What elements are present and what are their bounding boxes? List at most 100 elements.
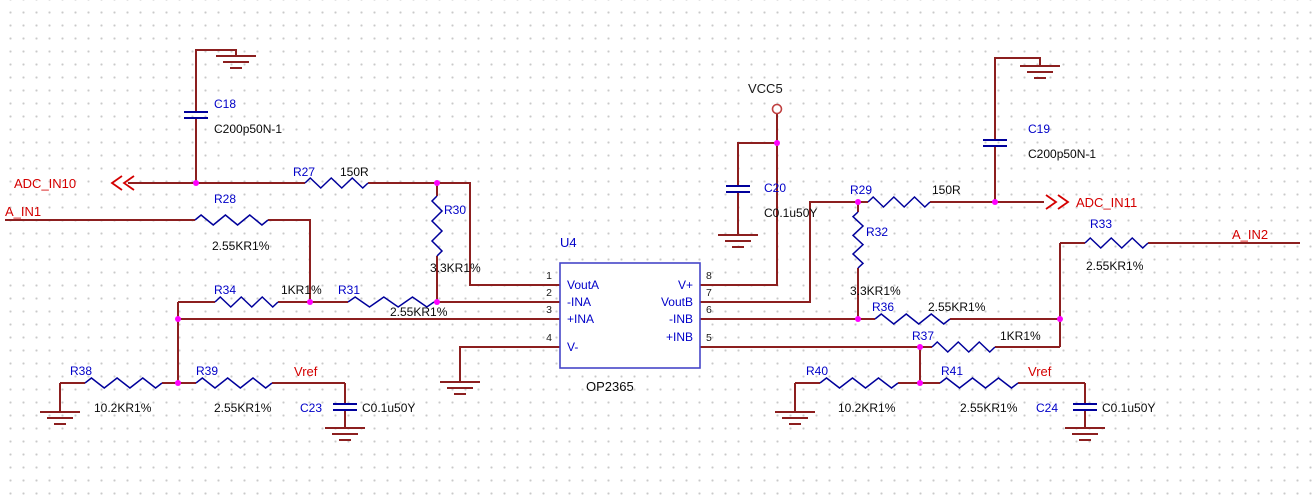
resistor-R28-body[interactable] [194, 214, 269, 226]
wire-c20-branch[interactable] [737, 142, 777, 235]
designator-R27[interactable]: R27 [293, 165, 315, 179]
resistor-R41-body[interactable] [939, 377, 1019, 389]
ground-symbol-c20[interactable] [718, 234, 758, 248]
net-label-vref-left[interactable]: Vref [294, 364, 318, 379]
value-C19[interactable]: C200p50N-1 [1028, 147, 1096, 161]
pin-number-8: 8 [706, 270, 712, 282]
designator-R31[interactable]: R31 [338, 283, 360, 297]
designator-R32[interactable]: R32 [866, 225, 888, 239]
designator-C19[interactable]: C19 [1028, 122, 1050, 136]
chevron-left-icon[interactable] [110, 175, 135, 191]
resistor-R38-body[interactable] [84, 377, 163, 389]
junction-dot [917, 344, 923, 350]
value-R31[interactable]: 2.55KR1% [390, 305, 448, 319]
resistor-R27-body[interactable] [304, 176, 369, 190]
designator-U4[interactable]: U4 [560, 235, 577, 250]
designator-R37[interactable]: R37 [912, 329, 934, 343]
value-U4-part[interactable]: OP2365 [586, 379, 634, 394]
ground-symbol-divider-left[interactable] [40, 411, 80, 425]
value-C20[interactable]: C0.1u50Y [764, 206, 817, 220]
wire-vouta-output[interactable] [368, 182, 560, 286]
designator-C20[interactable]: C20 [764, 181, 786, 195]
net-label-a-in1[interactable]: A_IN1 [5, 204, 41, 219]
wire-vplus-to-vcc5[interactable] [700, 114, 778, 286]
wire-r28-to-node[interactable] [268, 219, 311, 302]
resistor-R31-body[interactable] [347, 296, 435, 308]
resistor-R32-body[interactable] [851, 211, 865, 269]
designator-R30[interactable]: R30 [444, 203, 466, 217]
value-R36[interactable]: 2.55KR1% [928, 300, 986, 314]
value-R30[interactable]: 3.3KR1% [430, 261, 481, 275]
resistor-R29-body[interactable] [867, 195, 931, 209]
pin-name-ina-pos: +INA [567, 312, 594, 326]
designator-R34[interactable]: R34 [214, 283, 236, 297]
pin-number-3: 3 [546, 304, 552, 316]
designator-R33[interactable]: R33 [1090, 217, 1112, 231]
designator-R28[interactable]: R28 [214, 192, 236, 206]
value-R39[interactable]: 2.55KR1% [214, 401, 272, 415]
chevron-right-icon[interactable] [1045, 194, 1070, 210]
value-R40[interactable]: 10.2KR1% [838, 401, 896, 415]
designator-C18[interactable]: C18 [214, 97, 236, 111]
wire-c18-to-ground[interactable] [195, 49, 237, 112]
value-R38[interactable]: 10.2KR1% [94, 401, 152, 415]
value-R41[interactable]: 2.55KR1% [960, 401, 1018, 415]
net-label-vcc5[interactable]: VCC5 [748, 81, 783, 96]
resistor-R36-body[interactable] [874, 313, 951, 325]
value-R32[interactable]: 3.3KR1% [850, 284, 901, 298]
designator-R36[interactable]: R36 [872, 300, 894, 314]
pin-name-vouta: VoutA [567, 278, 599, 292]
value-C18[interactable]: C200p50N-1 [214, 122, 282, 136]
capacitor-C19-body[interactable] [983, 139, 1007, 147]
pin-name-inb-neg: -INB [669, 312, 693, 326]
ground-symbol-c23[interactable] [325, 427, 365, 441]
value-C24[interactable]: C0.1u50Y [1102, 401, 1155, 415]
net-label-a-in2[interactable]: A_IN2 [1232, 227, 1268, 242]
wire-c19-to-ground[interactable] [994, 57, 1041, 140]
value-R34[interactable]: 1KR1% [281, 283, 322, 297]
ground-symbol-divider-right[interactable] [775, 411, 815, 425]
value-R29[interactable]: 150R [932, 183, 961, 197]
junction-dot [434, 180, 440, 186]
designator-R41[interactable]: R41 [941, 364, 963, 378]
pin-name-ina-neg: -INA [567, 295, 591, 309]
vcc5-power-port-icon[interactable] [771, 103, 783, 115]
ground-symbol-c18[interactable] [216, 55, 256, 69]
designator-R38[interactable]: R38 [70, 364, 92, 378]
designator-C23[interactable]: C23 [300, 401, 322, 415]
value-R33[interactable]: 2.55KR1% [1086, 259, 1144, 273]
capacitor-C24-body[interactable] [1073, 403, 1097, 411]
designator-C24[interactable]: C24 [1036, 401, 1058, 415]
value-C23[interactable]: C0.1u50Y [362, 401, 415, 415]
capacitor-C18-body[interactable] [184, 111, 208, 119]
designator-R29[interactable]: R29 [850, 183, 872, 197]
pin-number-7: 7 [706, 287, 712, 299]
capacitor-C23-body[interactable] [333, 403, 357, 411]
designator-R39[interactable]: R39 [196, 364, 218, 378]
value-R37[interactable]: 1KR1% [1000, 329, 1041, 343]
resistor-R34-body[interactable] [214, 295, 279, 309]
wire-voutb-output[interactable] [700, 201, 868, 303]
ic-U4-body[interactable] [559, 262, 701, 369]
ground-symbol-c19[interactable] [1020, 65, 1060, 79]
value-R27[interactable]: 150R [340, 165, 369, 179]
resistor-R33-body[interactable] [1084, 236, 1149, 250]
designator-R40[interactable]: R40 [806, 364, 828, 378]
resistor-R40-body[interactable] [819, 377, 899, 389]
ground-symbol-vminus[interactable] [440, 381, 480, 395]
pin-number-2: 2 [546, 287, 552, 299]
pin-name-vminus: V- [567, 340, 578, 354]
net-label-adc-in10[interactable]: ADC_IN10 [14, 176, 76, 191]
pin-number-5: 5 [706, 332, 712, 344]
ground-symbol-c24[interactable] [1065, 427, 1105, 441]
resistor-R30-body[interactable] [430, 195, 444, 257]
pin-name-voutb: VoutB [661, 295, 693, 309]
resistor-R39-body[interactable] [195, 377, 273, 389]
wire-vminus-to-ground[interactable] [459, 346, 560, 382]
value-R28[interactable]: 2.55KR1% [212, 239, 270, 253]
capacitor-C20-body[interactable] [726, 185, 750, 193]
net-label-vref-right[interactable]: Vref [1028, 364, 1052, 379]
resistor-R37-body[interactable] [931, 340, 996, 354]
net-label-adc-in11[interactable]: ADC_IN11 [1076, 195, 1137, 210]
